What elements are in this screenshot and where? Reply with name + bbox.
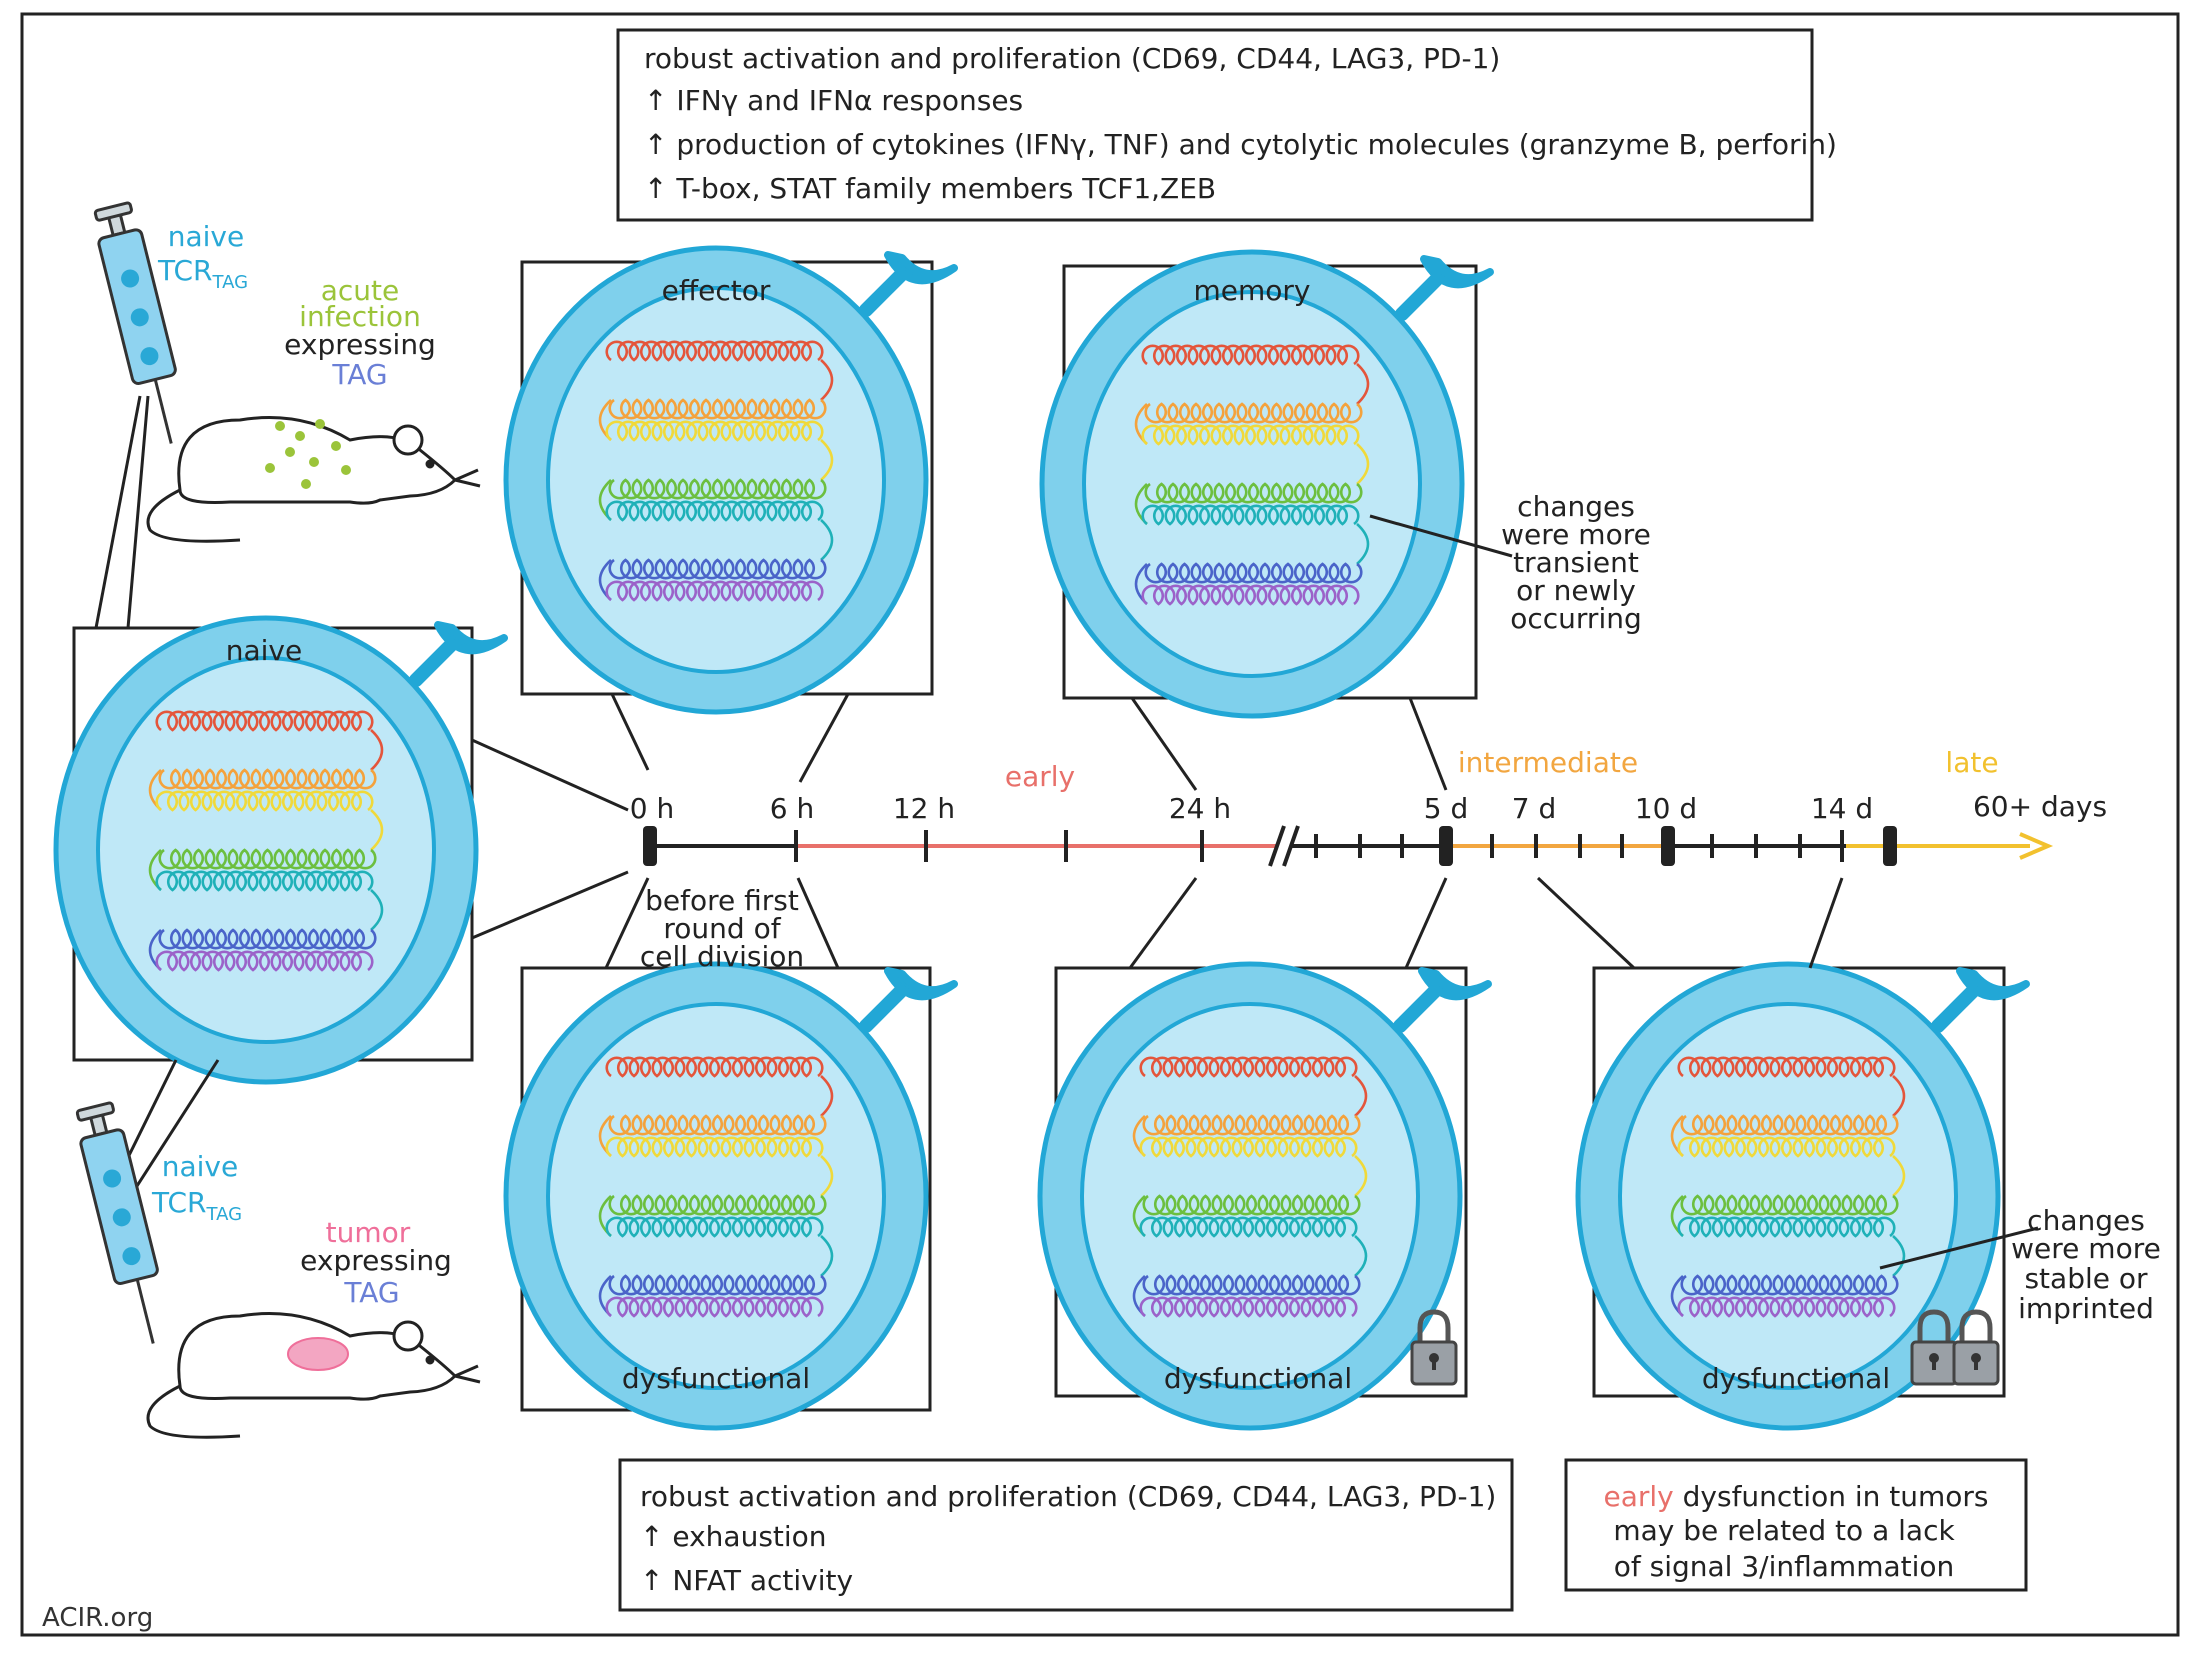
bottom-info-box: robust activation and proliferation (CD6… (618, 1458, 1514, 1612)
tick-7d: 7 d (1512, 792, 1557, 825)
timeline-break-icon (1268, 825, 1286, 867)
chromatin-strand (598, 340, 834, 602)
chromatin-layer (148, 340, 1906, 1318)
note-box: early dysfunction in tumors may be relat… (1564, 1458, 2028, 1592)
memory-annotation-line-4: or newly (1516, 574, 1636, 607)
memory-annotation-line-5: occurring (1510, 602, 1642, 635)
top-box-line-1: robust activation and proliferation (CD6… (644, 42, 1500, 75)
note-line-3: of signal 3/inflammation (1614, 1550, 1955, 1583)
before-first-division-line-1: before first (645, 884, 799, 917)
stable-annotation-line-1: changes (2027, 1204, 2145, 1237)
mouse-icon (146, 1312, 481, 1439)
top-mouse-scene: naive TCRTAG acute infection expressing … (93, 201, 481, 543)
top-tag-label: TAG (331, 358, 387, 391)
tick-60-days: 60+ days (1973, 790, 2107, 823)
padlock-icon (1910, 1309, 1958, 1386)
tick-14d: 14 d (1811, 792, 1873, 825)
bottom-tcr-label: TCRTAG (151, 1186, 242, 1225)
tick-24h: 24 h (1169, 792, 1231, 825)
stable-annotation-line-4: imprinted (2018, 1292, 2154, 1325)
top-acute-label: acute (321, 274, 400, 307)
footer-credit: ACIR.org (42, 1603, 153, 1633)
syringe-icon (93, 201, 177, 444)
top-box-line-2: ↑ IFNγ and IFNα responses (644, 84, 1023, 117)
note-line-1-rest: dysfunction in tumors (1674, 1480, 1989, 1513)
top-box-line-3: ↑ production of cytokines (IFNγ, TNF) an… (644, 128, 1837, 161)
tick-12h: 12 h (893, 792, 955, 825)
timeline-arrowhead-icon (2019, 832, 2054, 860)
phase-intermediate: intermediate (1458, 746, 1638, 779)
bottom-box-line-2: ↑ exhaustion (640, 1520, 827, 1553)
padlock-icon (1410, 1309, 1458, 1386)
top-tcr-sub: TAG (211, 272, 248, 293)
dysfunctional-title-2: dysfunctional (1164, 1362, 1352, 1395)
memory-annotation-line-2: were more (1501, 518, 1651, 551)
bottom-box-line-3: ↑ NFAT activity (640, 1564, 853, 1597)
bottom-tumor-label: tumor (326, 1216, 411, 1249)
top-tcr-main: TCR (157, 254, 212, 287)
chromatin-strand (1134, 344, 1370, 606)
top-naive-label: naive (168, 220, 244, 253)
tick-0h: 0 h (630, 792, 674, 825)
connector-lines (94, 395, 1844, 1201)
bottom-tag-label: TAG (343, 1276, 399, 1309)
chromatin-strand (148, 710, 384, 972)
memory-title: memory (1194, 274, 1311, 307)
syringe-icon (75, 1101, 159, 1344)
memory-annotation-line-3: transient (1513, 546, 1639, 579)
outer-frame (20, 12, 2180, 1637)
bottom-box-line-1: robust activation and proliferation (CD6… (640, 1480, 1496, 1513)
phase-late: late (1945, 746, 1998, 779)
effector-title: effector (662, 274, 771, 307)
top-box-line-4: ↑ T-box, STAT family members TCF1,ZEB (644, 172, 1216, 205)
bottom-tcr-main: TCR (151, 1186, 206, 1219)
phase-early: early (1005, 760, 1075, 793)
memory-annotation-line-1: changes (1517, 490, 1635, 523)
note-early-word: early (1603, 1480, 1673, 1513)
stable-annotation-line-3: stable or (2024, 1262, 2148, 1295)
top-infection-label: infection (299, 300, 421, 333)
chromatin-strand (1132, 1056, 1368, 1318)
top-expressing-label: expressing (284, 328, 436, 361)
note-line-2: may be related to a lack (1613, 1514, 1955, 1547)
tick-10d: 10 d (1635, 792, 1697, 825)
infection-dots (265, 419, 351, 489)
bottom-naive-label: naive (162, 1150, 238, 1183)
top-info-box: robust activation and proliferation (CD6… (616, 28, 1837, 222)
dysfunctional-title-3: dysfunctional (1702, 1362, 1890, 1395)
top-tcr-label: TCRTAG (157, 254, 248, 293)
bottom-tcr-sub: TAG (205, 1204, 242, 1225)
mouse-icon (146, 416, 481, 543)
chromatin-strand (1670, 1056, 1906, 1318)
bottom-mouse-scene: naive TCRTAG tumor expressing TAG (75, 1101, 481, 1439)
stable-annotation-line-2: were more (2011, 1232, 2161, 1265)
memory-annotation: changes were more transient or newly occ… (1369, 490, 1651, 635)
dysfunctional-title-1: dysfunctional (622, 1362, 810, 1395)
chromatin-strand (598, 1056, 834, 1318)
tumor-icon (287, 1337, 349, 1371)
before-first-division-line-2: round of (663, 912, 781, 945)
tick-5d: 5 d (1424, 792, 1469, 825)
before-first-division-line-3: cell division (640, 940, 804, 973)
note-line-1: early dysfunction in tumors (1603, 1480, 1988, 1513)
tick-6h: 6 h (770, 792, 814, 825)
timeline: 0 h 6 h 12 h 24 h 5 d 7 d 10 d 14 d 60+ … (630, 746, 2107, 973)
stable-annotation: changes were more stable or imprinted (1879, 1204, 2161, 1325)
bottom-expressing-label: expressing (300, 1244, 452, 1277)
naive-title: naive (226, 634, 302, 667)
padlock-icon (1952, 1309, 2000, 1386)
